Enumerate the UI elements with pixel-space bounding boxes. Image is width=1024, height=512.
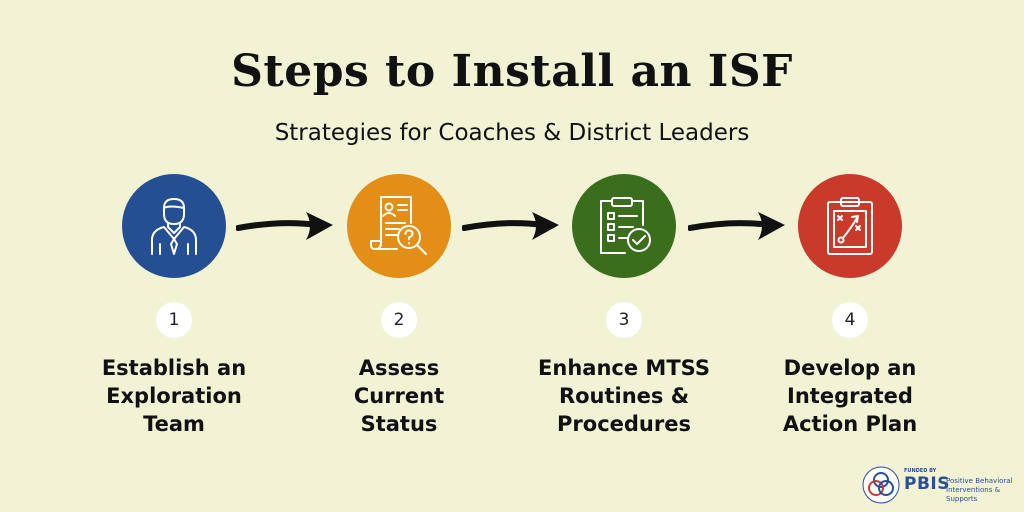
logo-description: Positive Behavioral Interventions & Supp…: [946, 477, 1020, 504]
arrow-right-icon: [462, 212, 559, 240]
step-2: 2 Assess Current Status: [284, 0, 514, 512]
step-4-label-line: Integrated: [787, 384, 913, 408]
arrow-right-icon: [688, 212, 785, 240]
step-2-label-line: Assess: [358, 356, 440, 380]
page-subtitle: Strategies for Coaches & District Leader…: [274, 120, 750, 146]
strategy-clipboard-icon: [827, 197, 873, 255]
step-1-circle: [122, 174, 226, 278]
logo-tagline: FUNDED BY: [904, 468, 937, 474]
team-member-icon: [151, 198, 197, 255]
step-1-label-line: Team: [143, 412, 205, 436]
checklist-clipboard-icon: [600, 197, 651, 254]
step-3-circle: [572, 174, 676, 278]
step-2-label-line: Status: [360, 412, 438, 436]
step-3-label-line: Enhance MTSS: [538, 356, 710, 380]
step-2-label: Assess Current Status: [284, 354, 514, 438]
pbis-logo: FUNDED BY PBIS Positive Behavioral Inter…: [862, 466, 1018, 504]
step-3-number: 3: [606, 302, 642, 338]
step-1-label-line: Exploration: [106, 384, 242, 408]
step-4: 4 Develop an Integrated Action Plan: [735, 0, 965, 512]
assessment-search-icon: [370, 196, 427, 255]
step-4-label-line: Action Plan: [782, 412, 918, 436]
step-1: 1 Establish an Exploration Team: [59, 0, 289, 512]
step-4-circle: [798, 174, 902, 278]
step-4-label-line: Develop an: [783, 356, 917, 380]
step-2-label-line: Current: [353, 384, 445, 408]
step-1-number: 1: [156, 302, 192, 338]
logo-description-line: Positive Behavioral: [946, 477, 1013, 485]
logo-brand: PBIS: [904, 474, 950, 494]
step-2-number: 2: [381, 302, 417, 338]
step-3: 3 Enhance MTSS Routines & Procedures: [509, 0, 739, 512]
step-3-label: Enhance MTSS Routines & Procedures: [509, 354, 739, 438]
step-2-circle: [347, 174, 451, 278]
pbis-rings-icon: [862, 466, 900, 504]
step-3-label-line: Procedures: [557, 412, 691, 436]
step-1-label: Establish an Exploration Team: [59, 354, 289, 438]
step-4-label: Develop an Integrated Action Plan: [735, 354, 965, 438]
page-title: Steps to Install an ISF: [231, 46, 793, 97]
arrow-right-icon: [236, 212, 333, 240]
step-3-label-line: Routines &: [558, 384, 690, 408]
step-4-number: 4: [832, 302, 868, 338]
logo-description-line: Interventions & Supports: [946, 486, 1001, 503]
step-1-label-line: Establish an: [101, 356, 247, 380]
